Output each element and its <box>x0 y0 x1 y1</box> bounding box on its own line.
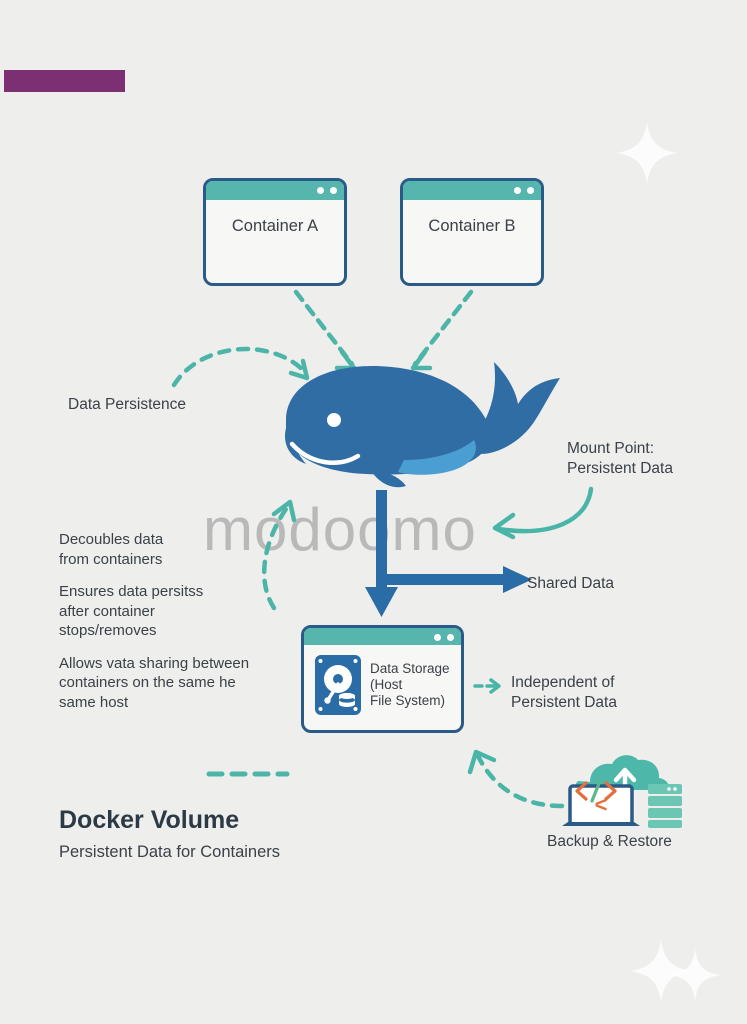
window-dot-icon <box>434 634 441 641</box>
data-persistence-arrow <box>171 346 310 388</box>
watermark-text: modoomo <box>203 496 477 563</box>
container-a-label: Container A <box>231 217 319 235</box>
container-b-label: Container B <box>428 217 516 235</box>
window-dot-icon <box>317 187 324 194</box>
container-b-window[interactable]: Container B <box>400 178 544 286</box>
window-dot-icon <box>330 187 337 194</box>
mount-point-line2: Persistent Data <box>567 459 673 477</box>
data-storage-window[interactable]: Data Storage (Host File System) <box>301 625 464 733</box>
data-storage-text: Data Storage (Host File System) <box>370 661 450 709</box>
mount-point-line1: Mount Point: <box>567 440 655 457</box>
page-subtitle: Persistent Data for Containers <box>59 843 281 861</box>
data-storage-line2: (Host <box>370 677 403 693</box>
sparkle-icon-bottom-right <box>669 949 721 1001</box>
data-storage-line3: File System) <box>370 692 446 708</box>
container-a-window[interactable]: Container A <box>203 178 347 286</box>
page-title: Docker Volume <box>59 806 240 834</box>
independent-of-label: Independent of Persistent Data <box>511 673 617 712</box>
mount-point-label: Mount Point: Persistent Data <box>567 439 673 478</box>
container-b-titlebar <box>403 181 541 200</box>
window-dot-icon <box>527 187 534 194</box>
independent-of-arrow <box>473 678 501 694</box>
shared-data-label: Shared Data <box>527 575 615 592</box>
independent-line2: Persistent Data <box>511 693 617 711</box>
hard-drive-icon <box>315 655 361 715</box>
mount-point-arrow <box>492 486 594 540</box>
container-a-titlebar <box>206 181 344 200</box>
backup-to-storage-arrow <box>467 749 565 809</box>
window-dot-icon <box>514 187 521 194</box>
dashed-divider <box>206 771 290 777</box>
data-storage-titlebar <box>304 628 461 645</box>
independent-line1: Independent of <box>511 674 615 691</box>
volume-flow-arrows <box>365 490 532 617</box>
window-dot-icon <box>447 634 454 641</box>
svg-text:<: < <box>595 792 608 817</box>
backup-restore-icon: < x <box>562 755 682 828</box>
container-b-to-whale-arrow <box>410 289 474 371</box>
code-glyph-icon <box>575 779 617 803</box>
data-storage-line1: Data Storage <box>370 661 450 677</box>
bullets-to-whale-arrow <box>261 499 297 611</box>
purple-accent-bar <box>4 70 125 92</box>
sparkle-icon-bottom-left <box>630 940 692 1002</box>
sparkle-icon-top-right <box>616 122 678 184</box>
data-persistence-label: Data Persistence <box>68 396 187 413</box>
docker-whale-icon <box>284 362 560 488</box>
backup-restore-label: Backup & Restore <box>547 833 672 850</box>
